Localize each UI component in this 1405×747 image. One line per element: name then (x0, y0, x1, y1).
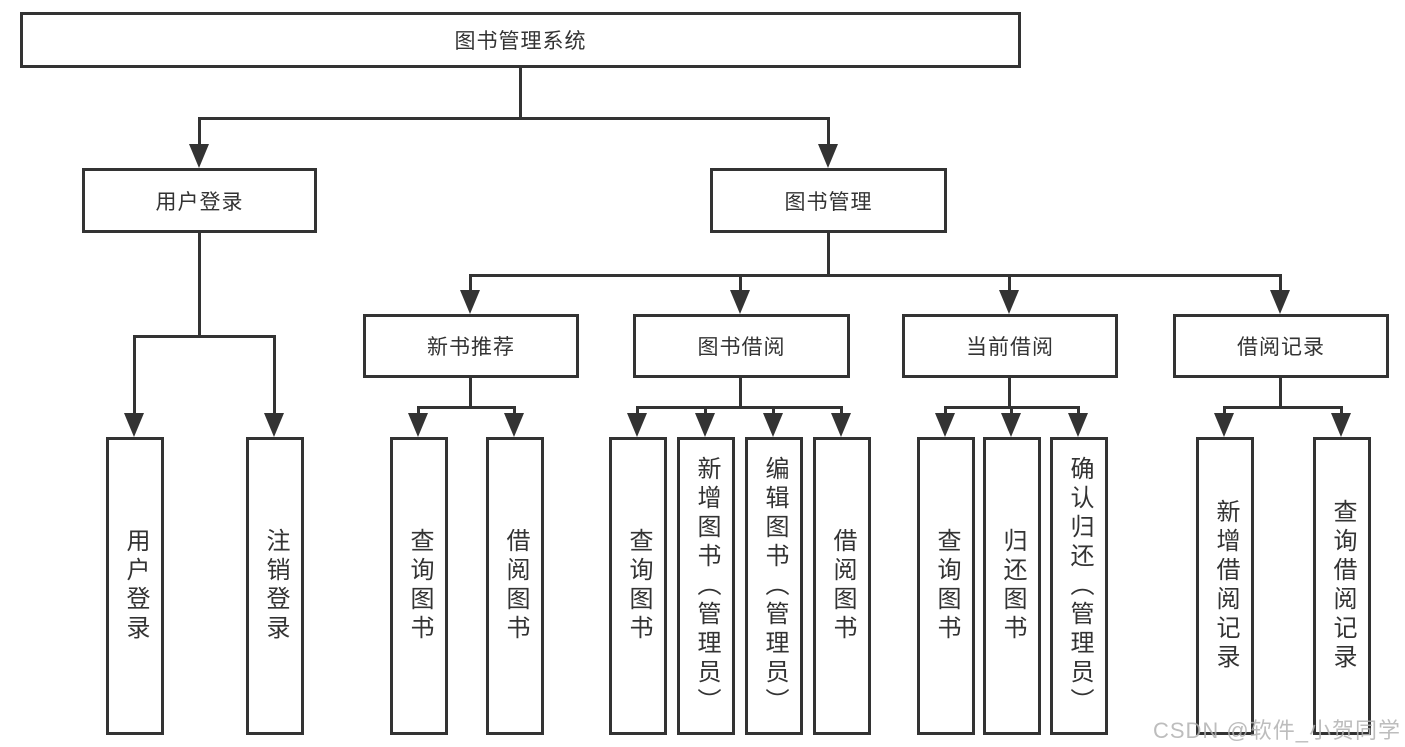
node-current-borrow: 当前借阅 (902, 314, 1118, 378)
node-label: 当前借阅 (966, 336, 1054, 359)
connector-drop (1279, 274, 1282, 294)
node-label: 新增图书（管理员） (693, 455, 720, 717)
arrow-down-icon (1331, 413, 1351, 437)
arrow-down-icon (763, 413, 783, 437)
node-book-management: 图书管理 (710, 168, 947, 233)
leaf-user-login: 用户登录 (106, 437, 164, 735)
leaf-logout: 注销登录 (246, 437, 304, 735)
node-label: 归还图书 (999, 528, 1026, 644)
node-label: 用户登录 (155, 190, 244, 214)
connector-user-login-rail (133, 335, 276, 338)
arrow-down-icon (264, 413, 284, 437)
connector-drop (772, 406, 775, 416)
connector-rail (417, 406, 516, 409)
connector-stem (1008, 378, 1011, 409)
arrow-down-icon (627, 413, 647, 437)
connector-level3-rail (469, 274, 1282, 277)
leaf-query-current: 查询图书 (917, 437, 975, 735)
node-label: 用户登录 (122, 528, 149, 644)
connector-drop (1008, 274, 1011, 294)
node-library-management-system: 图书管理系统 (20, 12, 1021, 68)
leaf-query-book: 查询图书 (609, 437, 667, 735)
node-label: 借阅图书 (829, 528, 856, 644)
node-book-borrow: 图书借阅 (633, 314, 850, 378)
arrow-down-icon (1270, 290, 1290, 314)
node-label: 图书借阅 (697, 336, 786, 359)
connector-drop (739, 274, 742, 294)
arrow-down-icon (730, 290, 750, 314)
connector-drop (704, 406, 707, 416)
connector-drop (133, 335, 136, 415)
node-label: 新增借阅记录 (1212, 499, 1239, 673)
connector-drop (513, 406, 516, 416)
node-label: 编辑图书（管理员） (761, 455, 788, 717)
arrow-down-icon (818, 144, 838, 168)
arrow-down-icon (408, 413, 428, 437)
arrow-down-icon (189, 144, 209, 168)
leaf-borrow-book: 借阅图书 (813, 437, 871, 735)
node-label: 新书推荐 (427, 336, 515, 359)
leaf-confirm-return-admin: 确认归还（管理员） (1050, 437, 1108, 735)
node-label: 查询图书 (933, 528, 960, 644)
connector-drop (1223, 406, 1226, 416)
node-label: 查询图书 (406, 528, 433, 644)
leaf-return-book: 归还图书 (983, 437, 1041, 735)
node-label: 查询借阅记录 (1329, 499, 1356, 673)
node-label: 图书管理 (784, 190, 873, 214)
connector-root-stem (519, 68, 522, 117)
connector-book-mgmt-stem (827, 233, 830, 277)
connector-drop (1077, 406, 1080, 416)
arrow-down-icon (1068, 413, 1088, 437)
connector-drop (840, 406, 843, 416)
node-user-login: 用户登录 (82, 168, 317, 233)
leaf-add-book-admin: 新增图书（管理员） (677, 437, 735, 735)
leaf-query-borrow-record: 查询借阅记录 (1313, 437, 1371, 735)
arrow-down-icon (695, 413, 715, 437)
connector-drop (636, 406, 639, 416)
connector-user-login-stem (198, 233, 201, 337)
connector-stem (1279, 378, 1282, 409)
connector-drop (273, 335, 276, 415)
node-label: 注销登录 (262, 528, 289, 644)
connector-rail (636, 406, 843, 409)
arrow-down-icon (504, 413, 524, 437)
connector-drop (1010, 406, 1013, 416)
node-borrow-record: 借阅记录 (1173, 314, 1389, 378)
connector-stem (469, 378, 472, 409)
node-label: 图书管理系统 (454, 30, 587, 53)
leaf-borrow-book-recommend: 借阅图书 (486, 437, 544, 735)
connector-user-login-drop (198, 117, 201, 147)
arrow-down-icon (1001, 413, 1021, 437)
node-label: 确认归还（管理员） (1066, 455, 1093, 717)
connector-rail (1223, 406, 1343, 409)
connector-drop (417, 406, 420, 416)
node-label: 借阅记录 (1237, 336, 1325, 359)
arrow-down-icon (999, 290, 1019, 314)
arrow-down-icon (124, 413, 144, 437)
connector-level2-rail (198, 117, 830, 120)
node-label: 借阅图书 (502, 528, 529, 644)
arrow-down-icon (460, 290, 480, 314)
node-label: 查询图书 (625, 528, 652, 644)
node-new-book-recommend: 新书推荐 (363, 314, 579, 378)
leaf-edit-book-admin: 编辑图书（管理员） (745, 437, 803, 735)
arrow-down-icon (1214, 413, 1234, 437)
connector-drop (469, 274, 472, 294)
connector-stem (739, 378, 742, 409)
arrow-down-icon (831, 413, 851, 437)
connector-drop (1340, 406, 1343, 416)
arrow-down-icon (935, 413, 955, 437)
csdn-watermark: CSDN @软件_小贺同学 (1152, 718, 1401, 743)
leaf-add-borrow-record: 新增借阅记录 (1196, 437, 1254, 735)
connector-book-mgmt-drop (827, 117, 830, 147)
leaf-query-book-recommend: 查询图书 (390, 437, 448, 735)
connector-drop (944, 406, 947, 416)
